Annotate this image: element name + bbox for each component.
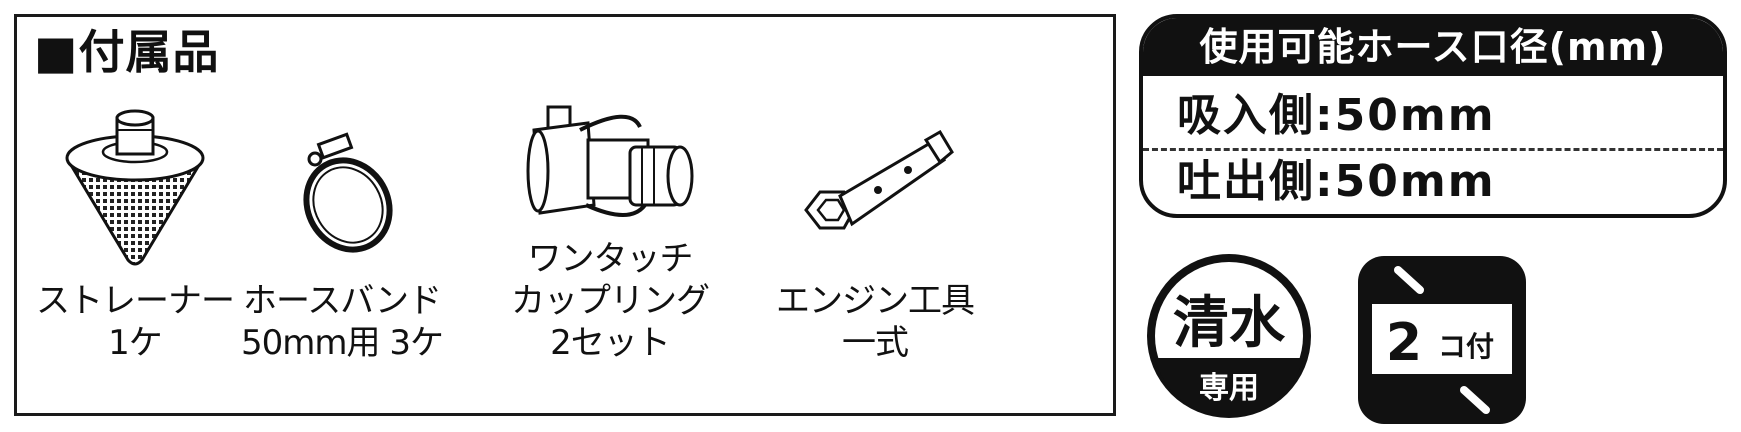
strainer-caption: ストレーナー 1ケ [30,280,240,364]
hose-band-name: ホースバンド [243,281,442,321]
fresh-water-label: 清水 [1173,291,1286,356]
accessories-panel [14,14,1116,416]
intake-label: 吸入側: [1177,90,1335,141]
coupling-caption: ワンタッチ カップリング 2セット [505,238,715,364]
row-divider [1143,148,1723,151]
strainer-qty: 1ケ [108,323,163,363]
engine-tool-qty: 一式 [842,323,909,363]
fresh-water-only-badge: 清水 専用 [1147,254,1311,418]
hose-band-qty: 50mm用 3ケ [241,323,444,363]
two-count-number: 2 [1386,313,1422,373]
two-included-badge: 2 コ付 [1358,256,1526,424]
hose-band-caption: ホースバンド 50mm用 3ケ [232,280,452,364]
two-count-suffix: コ付 [1438,330,1494,363]
engine-tool-icon [804,130,954,230]
outlet-value: 50mm [1334,156,1496,207]
strainer-icon [65,109,205,266]
engine-tool-caption: エンジン工具 一式 [770,280,980,364]
dedicated-label: 専用 [1199,371,1259,406]
coupling-icon [526,105,694,217]
intake-row: 吸入側:50mm [1177,86,1496,146]
accessories-title: ■付属品 [34,25,220,79]
outlet-label: 吐出側: [1177,156,1335,207]
coupling-qty: 2セット [550,323,671,363]
strainer-name: ストレーナー [36,281,235,321]
coupling-name-1: ワンタッチ [527,239,694,279]
engine-tool-name: エンジン工具 [776,281,975,321]
outlet-row: 吐出側:50mm [1177,152,1496,212]
hose-diameter-heading: 使用可能ホース口径(mm) [1143,18,1723,76]
hose-diameter-box: 使用可能ホース口径(mm) 吸入側:50mm 吐出側:50mm [1139,14,1727,218]
hose-band-icon [303,132,393,253]
intake-value: 50mm [1334,90,1496,141]
coupling-name-2: カップリング [511,281,710,321]
